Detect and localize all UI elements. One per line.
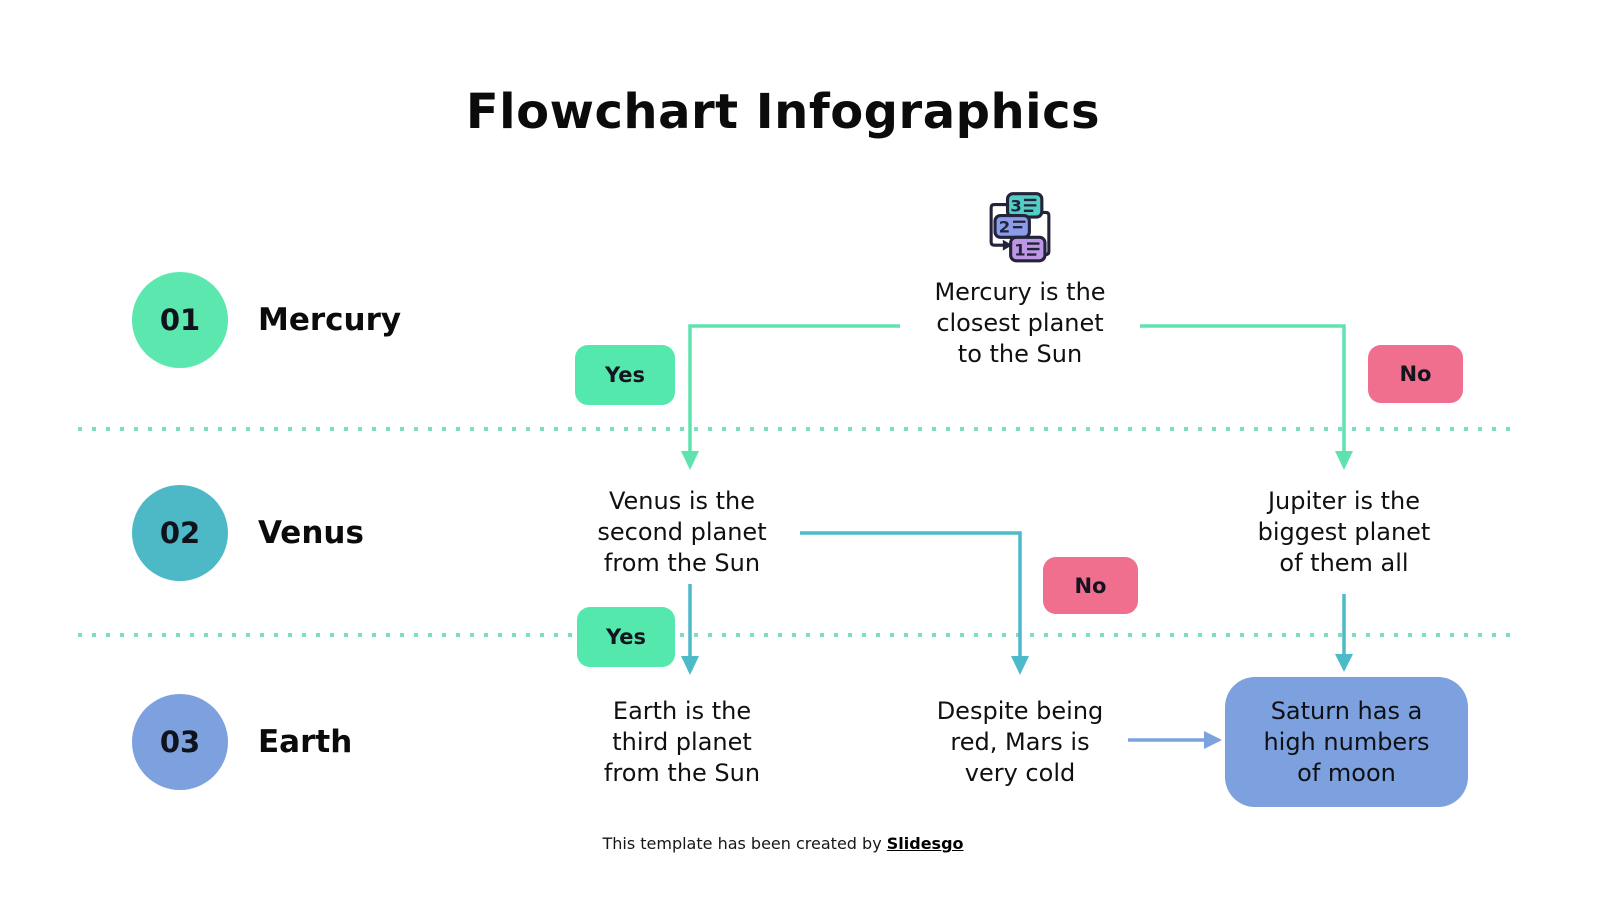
numbered-sort-icon-svg: 3 2 1 <box>989 192 1051 263</box>
step-number: 02 <box>159 516 201 550</box>
icon-right-arrow <box>1030 210 1051 257</box>
node-mercury: Mercury is the closest planet to the Sun <box>934 278 1106 368</box>
icon-box-3-lines <box>1023 198 1037 213</box>
step-circle-01: 01 <box>132 272 228 368</box>
footer-text: This template has been created by <box>602 834 887 853</box>
row-label-earth: Earth <box>258 724 353 760</box>
icon-box-3-number: 3 <box>1010 197 1021 216</box>
badge-yes-venus: Yes <box>577 607 675 667</box>
arrowhead-venus-to-mars <box>1011 656 1029 675</box>
arrowhead-jupiter-to-saturn <box>1335 654 1353 672</box>
arrowhead-venus-to-earth <box>681 656 699 675</box>
page-title: Flowchart Infographics <box>465 84 1101 140</box>
node-venus: Venus is the second planet from the Sun <box>597 487 767 577</box>
arrowhead-mercury-to-venus <box>681 451 699 470</box>
badge-no-mercury: No <box>1368 345 1463 403</box>
node-mars: Despite being red, Mars is very cold <box>936 697 1104 787</box>
badge-yes-mercury: Yes <box>575 345 675 405</box>
icon-box-1-number: 1 <box>1014 240 1025 259</box>
arrow-mercury-to-venus <box>688 324 900 452</box>
step-number: 01 <box>159 303 201 337</box>
icon-box-2-lines <box>1012 220 1026 229</box>
step-circle-03: 03 <box>132 694 228 790</box>
arrowhead-mercury-to-jupiter <box>1335 451 1353 470</box>
icon-left-arrow <box>989 203 1010 247</box>
slidesgo-link[interactable]: Slidesgo <box>886 834 964 853</box>
row-label-mercury: Mercury <box>258 302 402 338</box>
footer-credit: This template has been created by Slides… <box>383 834 1183 853</box>
step-number: 03 <box>159 725 201 759</box>
badge-no-venus: No <box>1043 557 1138 614</box>
node-earth: Earth is the third planet from the Sun <box>603 697 761 787</box>
node-saturn-box: Saturn has a high numbers of moon <box>1225 677 1468 807</box>
arrow-mercury-to-jupiter <box>1140 324 1346 452</box>
icon-left-arrowhead <box>1002 239 1013 251</box>
icon-box-2-number: 2 <box>999 218 1010 237</box>
row-label-venus: Venus <box>258 515 364 551</box>
arrow-venus-to-mars <box>800 531 1022 657</box>
arrowhead-mars-to-saturn <box>1204 731 1222 749</box>
step-circle-02: 02 <box>132 485 228 581</box>
numbered-sort-icon: 3 2 1 <box>981 189 1059 267</box>
node-jupiter: Jupiter is the biggest planet of them al… <box>1257 487 1431 577</box>
icon-box-1-lines <box>1027 242 1040 256</box>
